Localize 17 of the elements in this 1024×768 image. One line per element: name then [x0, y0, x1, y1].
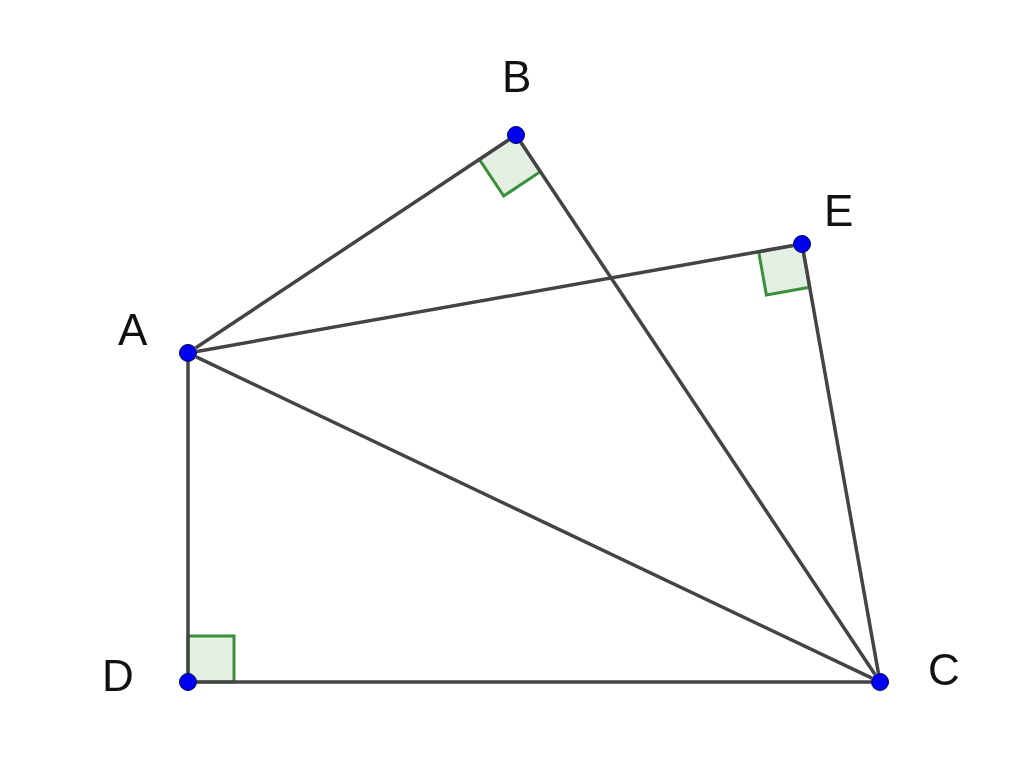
- line-segment: [801, 252, 881, 674]
- line-segment: [197, 680, 871, 684]
- point-dot: [179, 673, 197, 691]
- point-label: D: [102, 654, 134, 698]
- point-label: B: [502, 55, 532, 99]
- line-segment: [195, 355, 873, 680]
- line-segment: [196, 243, 794, 354]
- point-dot: [179, 344, 197, 362]
- point-dot: [793, 235, 811, 253]
- point-label: A: [118, 308, 148, 352]
- point-dot: [507, 126, 525, 144]
- line-segment: [519, 141, 877, 676]
- line-segment: [194, 138, 510, 350]
- line-segment: [186, 362, 190, 673]
- point-label: C: [928, 648, 960, 692]
- point-label: E: [824, 189, 854, 233]
- point-dot: [871, 673, 889, 691]
